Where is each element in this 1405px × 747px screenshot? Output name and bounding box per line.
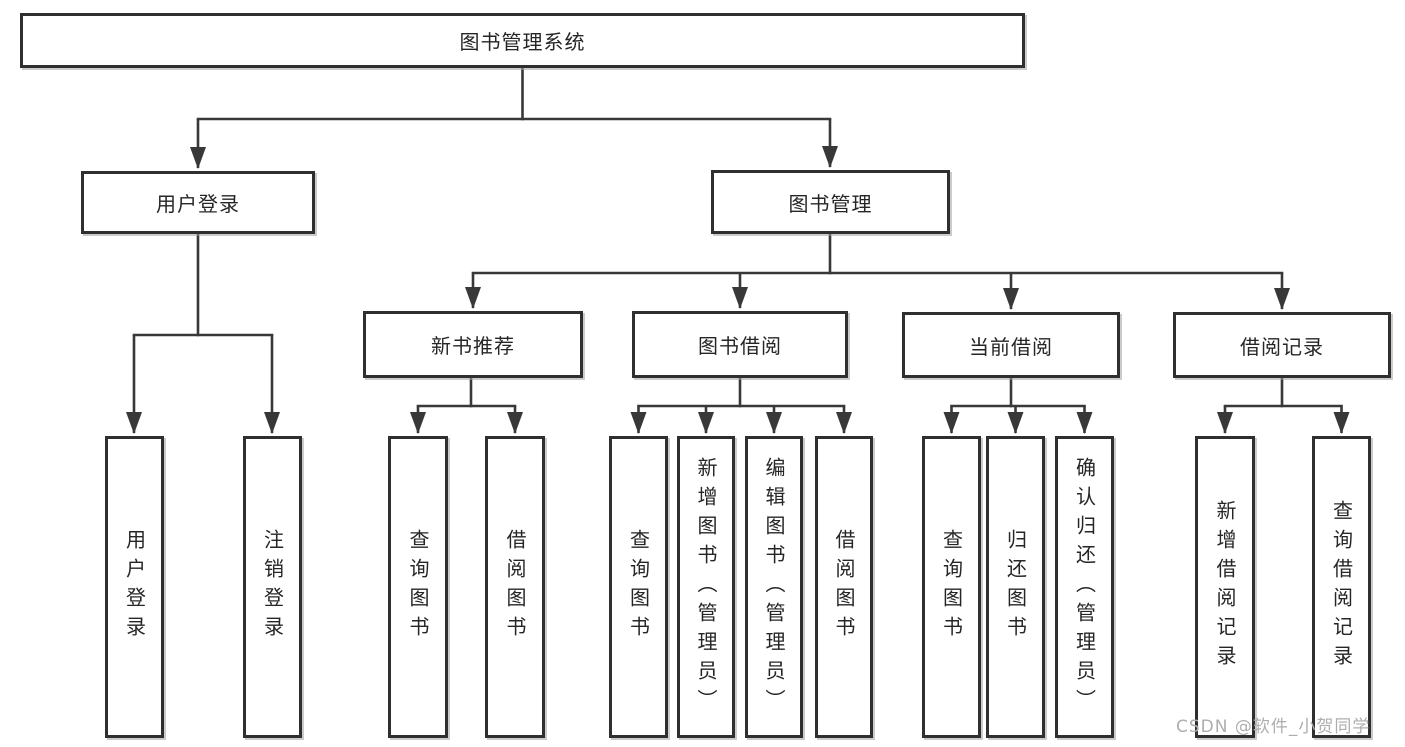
leaf-user-login: 用户登录 [105, 436, 164, 738]
leaf-records-add-record: 新增借阅记录 [1195, 436, 1255, 738]
leaf-current-confirm-return-admin: 确认归还（管理员） [1055, 436, 1114, 738]
leaf-current-return-books: 归还图书 [986, 436, 1045, 738]
leaf-borrow-query-books: 查询图书 [609, 436, 668, 738]
leaf-recommend-query-books: 查询图书 [388, 436, 448, 738]
leaf-current-query-books: 查询图书 [922, 436, 981, 738]
leaf-borrow-borrow-books: 借阅图书 [815, 436, 873, 738]
leaf-borrow-add-books-admin: 新增图书（管理员） [677, 436, 735, 738]
node-current-borrow: 当前借阅 [902, 312, 1120, 378]
node-new-book-recommend: 新书推荐 [363, 311, 583, 378]
leaf-records-query-record: 查询借阅记录 [1312, 436, 1371, 738]
node-book-management: 图书管理 [711, 170, 950, 234]
node-borrow-records: 借阅记录 [1173, 312, 1391, 378]
node-library-management-system: 图书管理系统 [20, 13, 1025, 68]
csdn-watermark: CSDN @软件_小贺同学 [1176, 717, 1371, 737]
node-book-borrow: 图书借阅 [632, 311, 848, 378]
node-user-login: 用户登录 [81, 171, 315, 234]
leaf-logout: 注销登录 [243, 436, 302, 738]
leaf-recommend-borrow-books: 借阅图书 [485, 436, 545, 738]
leaf-borrow-edit-books-admin: 编辑图书（管理员） [745, 436, 803, 738]
